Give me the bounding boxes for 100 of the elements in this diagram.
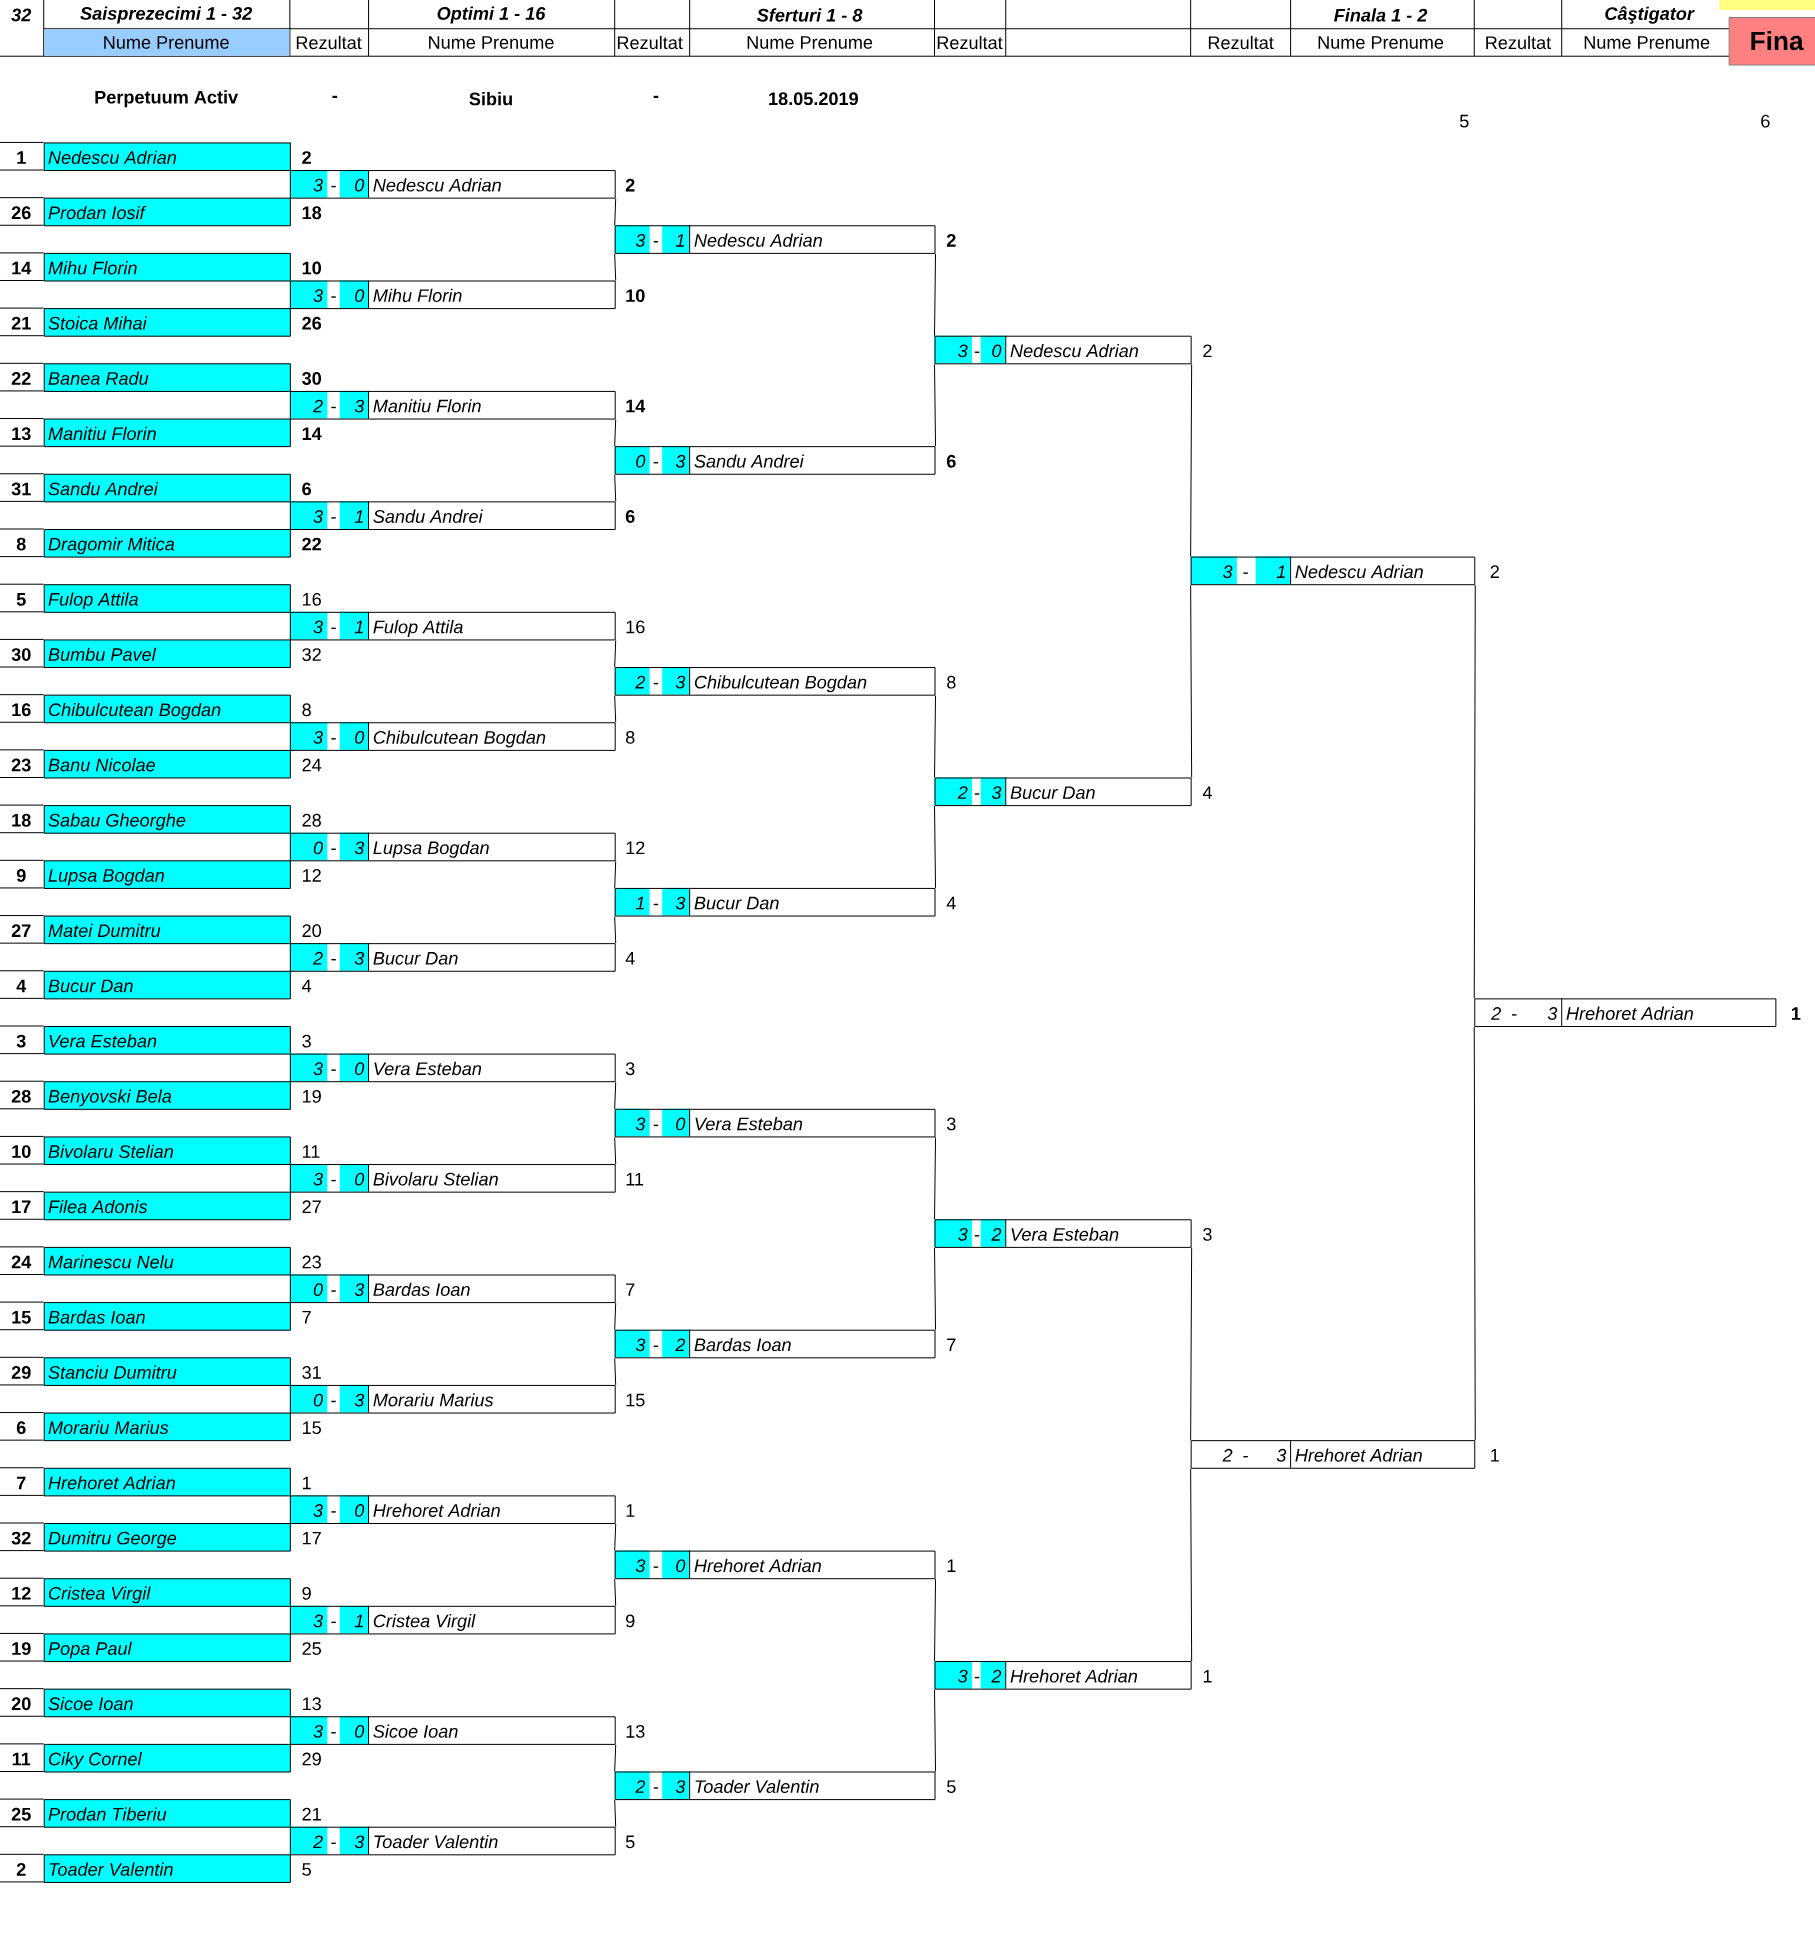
score-cell: 0 <box>339 722 369 750</box>
player-box: Toader Valentin <box>43 1854 291 1883</box>
score-cell: 0 <box>662 1108 690 1137</box>
bracket-line <box>614 1136 617 1165</box>
round-title: Saisprezecimi 1 - 32 <box>80 6 252 24</box>
rank-number: 1 <box>1490 1449 1499 1462</box>
seed-number: 22 <box>11 372 31 385</box>
seed-number: 4 <box>16 979 26 993</box>
rank-number: 17 <box>302 1531 321 1545</box>
rank-number: 8 <box>302 703 311 717</box>
player-box: Cristea Virgil <box>43 1578 291 1607</box>
rank-number: 16 <box>302 592 321 606</box>
final-banner: Fina <box>1728 17 1815 66</box>
bracket-line <box>614 1799 617 1828</box>
bracket-line <box>614 1081 617 1110</box>
bracket-line <box>614 198 617 226</box>
bracket-line <box>614 639 617 668</box>
rank-number: 6 <box>625 510 635 523</box>
rank-number: 2 <box>1203 344 1212 358</box>
seed-number: 24 <box>11 1255 32 1269</box>
bracket-line <box>933 1136 936 1220</box>
round-title: Optimi 1 - 16 <box>437 6 546 24</box>
bracket-line <box>614 695 617 723</box>
score-cell: 0 <box>339 1053 369 1082</box>
score-cell: 3 <box>1190 556 1237 585</box>
separator: - <box>332 95 337 98</box>
bracket-line <box>614 1744 617 1772</box>
score-cell: 2 <box>289 390 328 419</box>
seed-number: 19 <box>12 1642 31 1655</box>
score-cell: 3 <box>339 390 369 419</box>
player-box: Vera Esteban <box>43 1026 291 1055</box>
rank-number: 31 <box>302 1366 321 1379</box>
seed-number: 13 <box>12 427 31 441</box>
event-place: Sibiu <box>469 92 512 106</box>
score-cell: 0 <box>339 1716 369 1744</box>
column-header: Nume Prenume <box>1584 36 1710 49</box>
seed-number: 31 <box>11 482 31 496</box>
score-cell: 3 <box>289 1495 328 1523</box>
score-dash: - <box>331 296 336 298</box>
score-cell: 1 <box>1255 556 1291 585</box>
player-box: Hrehoret Adrian <box>43 1467 291 1497</box>
column-header: Rezultat <box>1208 35 1274 50</box>
rank-number: 1 <box>626 1504 635 1517</box>
score-dash: - <box>331 1400 336 1403</box>
seed-number: 23 <box>11 758 31 772</box>
round-title: Sferturi 1 - 8 <box>756 8 863 22</box>
seed-number: 10 <box>12 1145 31 1158</box>
bracket-line <box>614 1302 617 1331</box>
bracket-line <box>1473 584 1476 999</box>
score-cell: 3 <box>289 170 328 198</box>
seed-number: 25 <box>11 1807 31 1821</box>
seed-number: 17 <box>12 1200 31 1213</box>
player-box: Manitiu Florin <box>43 418 291 448</box>
player-box: Ciky Cornel <box>43 1743 291 1773</box>
seed-number: 27 <box>11 924 31 937</box>
round-title: Câştigator <box>1605 6 1695 24</box>
score-cell: 0 <box>289 832 328 861</box>
rank-number: 3 <box>625 1062 635 1076</box>
score-cell: 2 <box>614 1771 650 1800</box>
seed-number: 20 <box>11 1697 31 1711</box>
score-cell: 2 <box>289 943 328 971</box>
player-box: Morariu Marius <box>43 1412 291 1442</box>
player-box: Bumbu Pavel <box>43 639 291 669</box>
player-box: Stanciu Dumitru <box>43 1357 291 1386</box>
score-dash: - <box>653 903 658 906</box>
column-header: Rezultat <box>1486 35 1551 50</box>
score-cell: 1 <box>662 225 690 253</box>
player-box: Sabau Gheorghe <box>43 805 291 834</box>
bracket-line <box>933 1689 936 1772</box>
rank-number: 3 <box>946 1117 956 1131</box>
score-dash: - <box>331 1732 336 1734</box>
score-dash: - <box>331 1842 336 1844</box>
rank-number: 9 <box>625 1614 635 1628</box>
bracket-line <box>614 474 617 502</box>
score-cell: 3 <box>289 501 328 529</box>
rank-number: 6 <box>946 454 956 468</box>
bracket-line <box>1190 363 1192 558</box>
bracket-line <box>614 1523 617 1552</box>
rank-number: 30 <box>301 372 321 385</box>
rank-number: 18 <box>302 206 322 220</box>
score-cell: 2 <box>980 1219 1006 1247</box>
score-cell: 2 <box>980 1661 1006 1689</box>
score-dash: - <box>653 1566 658 1568</box>
score-cell: 0 <box>339 280 369 309</box>
rank-number: 13 <box>626 1724 645 1738</box>
score-dash: - <box>331 959 336 961</box>
score-cell: 3 <box>662 667 690 695</box>
rank-number: 3 <box>1202 1227 1212 1241</box>
event-name: Perpetuum Activ <box>95 90 238 108</box>
score-dash: - <box>331 1179 336 1182</box>
bracket-line <box>933 695 936 778</box>
score-dash: - <box>653 682 658 685</box>
player-box: Banu Nicolae <box>43 749 291 779</box>
rank-number: 10 <box>626 289 645 303</box>
score-dash: - <box>331 627 336 630</box>
seed-number: 16 <box>12 703 31 717</box>
score-cell: 0 <box>339 1495 369 1523</box>
column-header: Nume Prenume <box>747 36 873 49</box>
rank-number: 6 <box>302 482 311 496</box>
score-cell: 3 <box>339 1384 369 1413</box>
